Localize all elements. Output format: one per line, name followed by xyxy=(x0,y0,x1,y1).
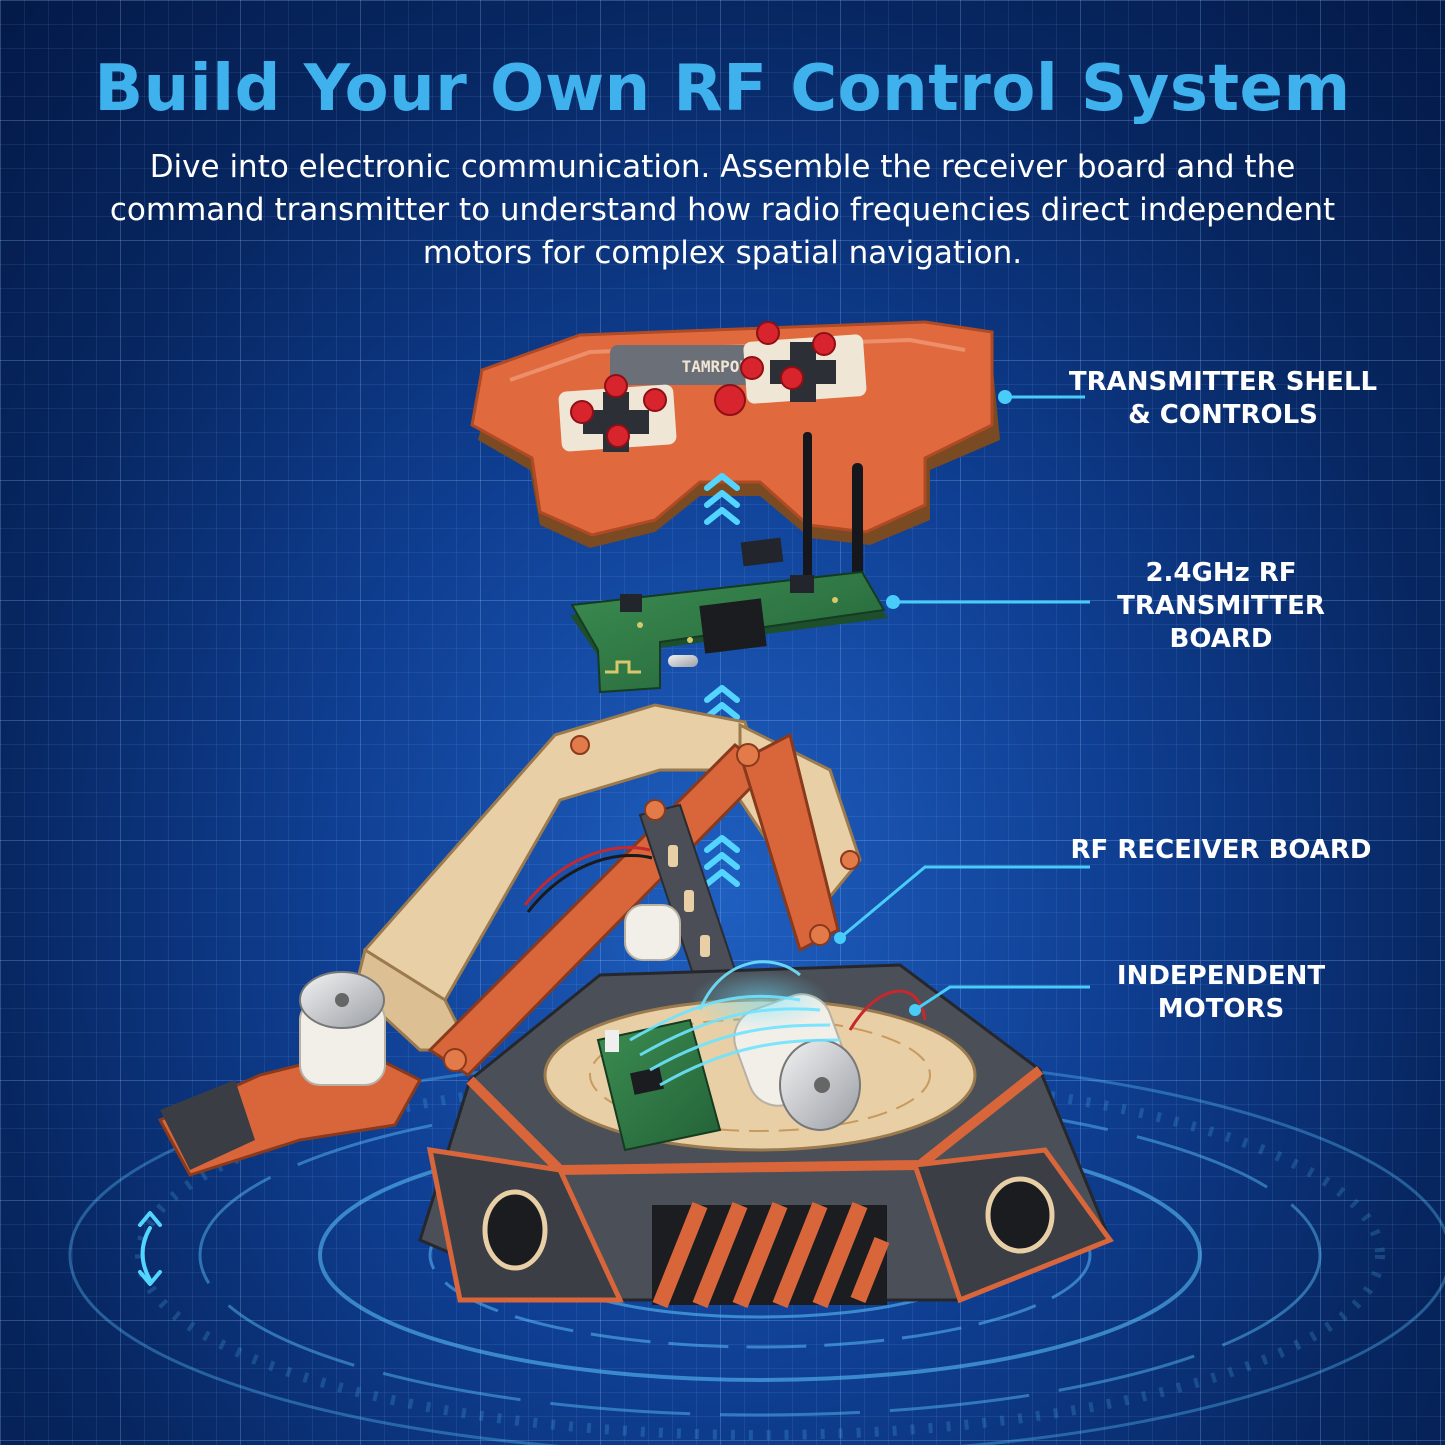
rf-transmitter-board xyxy=(570,537,888,694)
callout-transmitter-shell: TRANSMITTER SHELL & CONTROLS xyxy=(1068,367,1378,430)
callout-rf-transmitter-board: 2.4GHz RF TRANSMITTER BOARD xyxy=(1117,558,1325,654)
callout-independent-motors: INDEPENDENT MOTORS xyxy=(1116,961,1326,1024)
intro-text: Dive into electronic communication. Asse… xyxy=(109,149,1336,271)
left-dpad-buttons xyxy=(570,374,667,448)
callout-leaders xyxy=(839,395,1090,1012)
right-dpad-buttons xyxy=(740,321,836,390)
transmitter-shell: TAMRPOBOT xyxy=(470,320,1000,548)
antennas xyxy=(803,432,863,603)
center-button xyxy=(714,384,746,416)
rf-receiver-board xyxy=(596,1018,722,1152)
page-title: Build Your Own RF Control System xyxy=(94,52,1351,126)
callout-dots xyxy=(834,390,1012,1016)
callout-rf-receiver-board: RF RECEIVER BOARD xyxy=(1070,835,1372,865)
robotic-arm xyxy=(157,703,862,1177)
up-down-arrow-icon xyxy=(138,1211,162,1286)
hexagonal-base xyxy=(418,963,1114,1308)
